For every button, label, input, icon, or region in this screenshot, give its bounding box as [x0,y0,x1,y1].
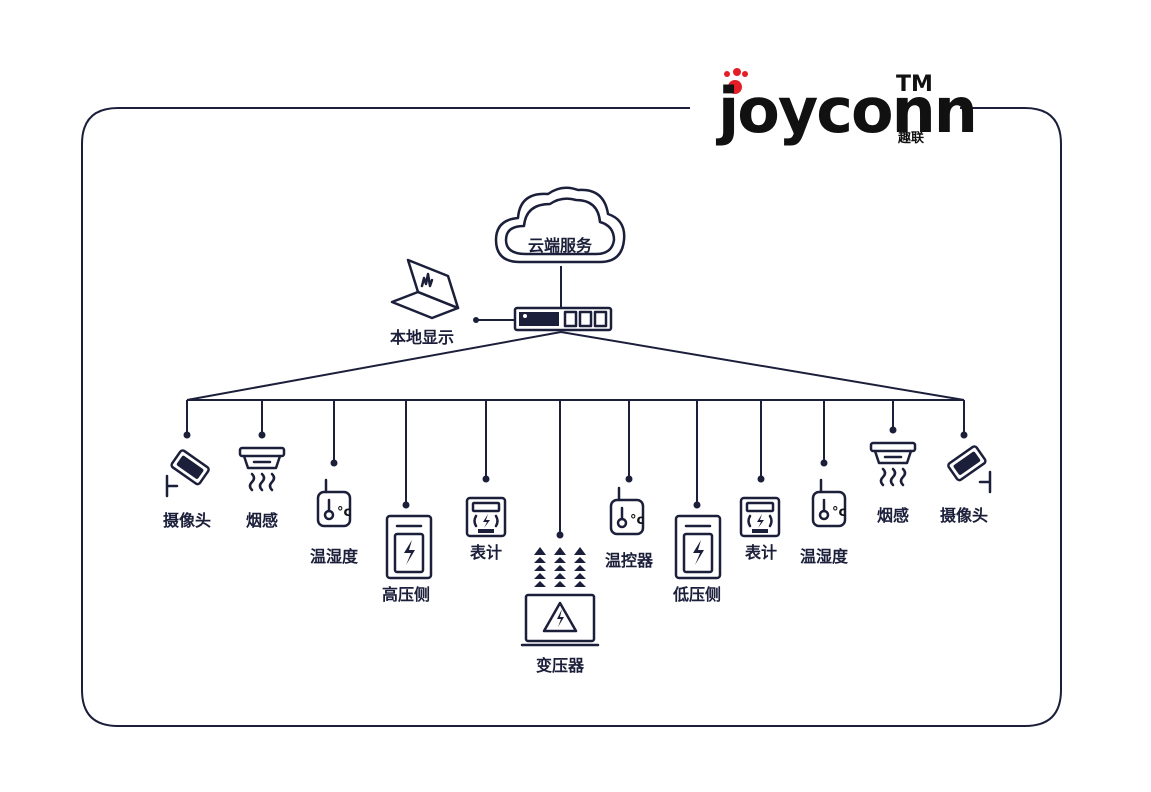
brand-sub: 趣联 [897,130,924,146]
device-label: 表计 [744,543,777,562]
device-label: 表计 [469,543,502,562]
camera-icon [165,448,212,498]
local-display-label: 本地显示 [390,328,454,347]
device-node: 变压器 [520,400,600,675]
device-node: 温湿度 [309,400,359,566]
device-node: 烟感 [238,400,286,530]
smoke-detector-icon [238,446,286,492]
device-node: 摄像头 [163,400,212,530]
device-label: 烟感 [246,511,278,530]
device-link-dot [693,501,701,509]
camera-icon [945,444,992,494]
meter-icon [465,496,507,538]
device-label: 低压侧 [672,585,721,604]
device-node: 表计 [739,400,781,562]
device-node: 摄像头 [940,400,992,525]
local-display-dot [473,317,479,323]
device-node: 表计 [465,400,507,562]
device-node: 烟感 [869,400,917,525]
temp-humidity-sensor-icon [811,478,848,528]
device-link-dot [556,531,564,539]
device-node: 低压侧 [672,400,722,604]
device-node: 温湿度 [799,400,849,566]
device-node: 高压侧 [382,400,433,604]
gateway-switch-icon [513,306,613,332]
brand-logo: joyconn TM 趣联 [715,68,978,147]
cloud-label: 云端服务 [528,236,593,255]
low-voltage-cabinet-icon [674,514,722,580]
device-link-dot [820,459,828,467]
device-link-dot [482,475,490,483]
brand-tm: TM [896,72,933,97]
device-label: 温湿度 [799,547,849,566]
device-label: 摄像头 [940,506,988,525]
device-label: 温湿度 [309,547,359,566]
device-link-dot [757,475,765,483]
cloud-icon [494,186,626,264]
device-label: 温控器 [604,551,654,570]
device-link-dot [330,459,338,467]
brand-name: joyconn [715,74,976,147]
device-link-dot [889,426,897,434]
temp-humidity-sensor-icon [316,478,353,528]
device-label: 变压器 [536,656,585,675]
frame-border [81,107,1062,727]
uplink-lines [186,330,965,401]
device-link-dot [183,431,191,439]
laptop-icon [390,258,460,320]
device-label: 烟感 [877,506,909,525]
device-link-dot [258,431,266,439]
device-link-dot [625,475,633,483]
device-link-dot [402,501,410,509]
device-label: 摄像头 [163,511,211,530]
device-link-dot [960,431,968,439]
temp-controller-icon [609,486,646,536]
transformer-icon [520,545,600,647]
smoke-detector-icon [869,441,917,487]
device-label: 高压侧 [382,585,430,604]
device-node: 温控器 [604,400,654,570]
meter-icon [739,496,781,538]
high-voltage-cabinet-icon [385,514,433,580]
